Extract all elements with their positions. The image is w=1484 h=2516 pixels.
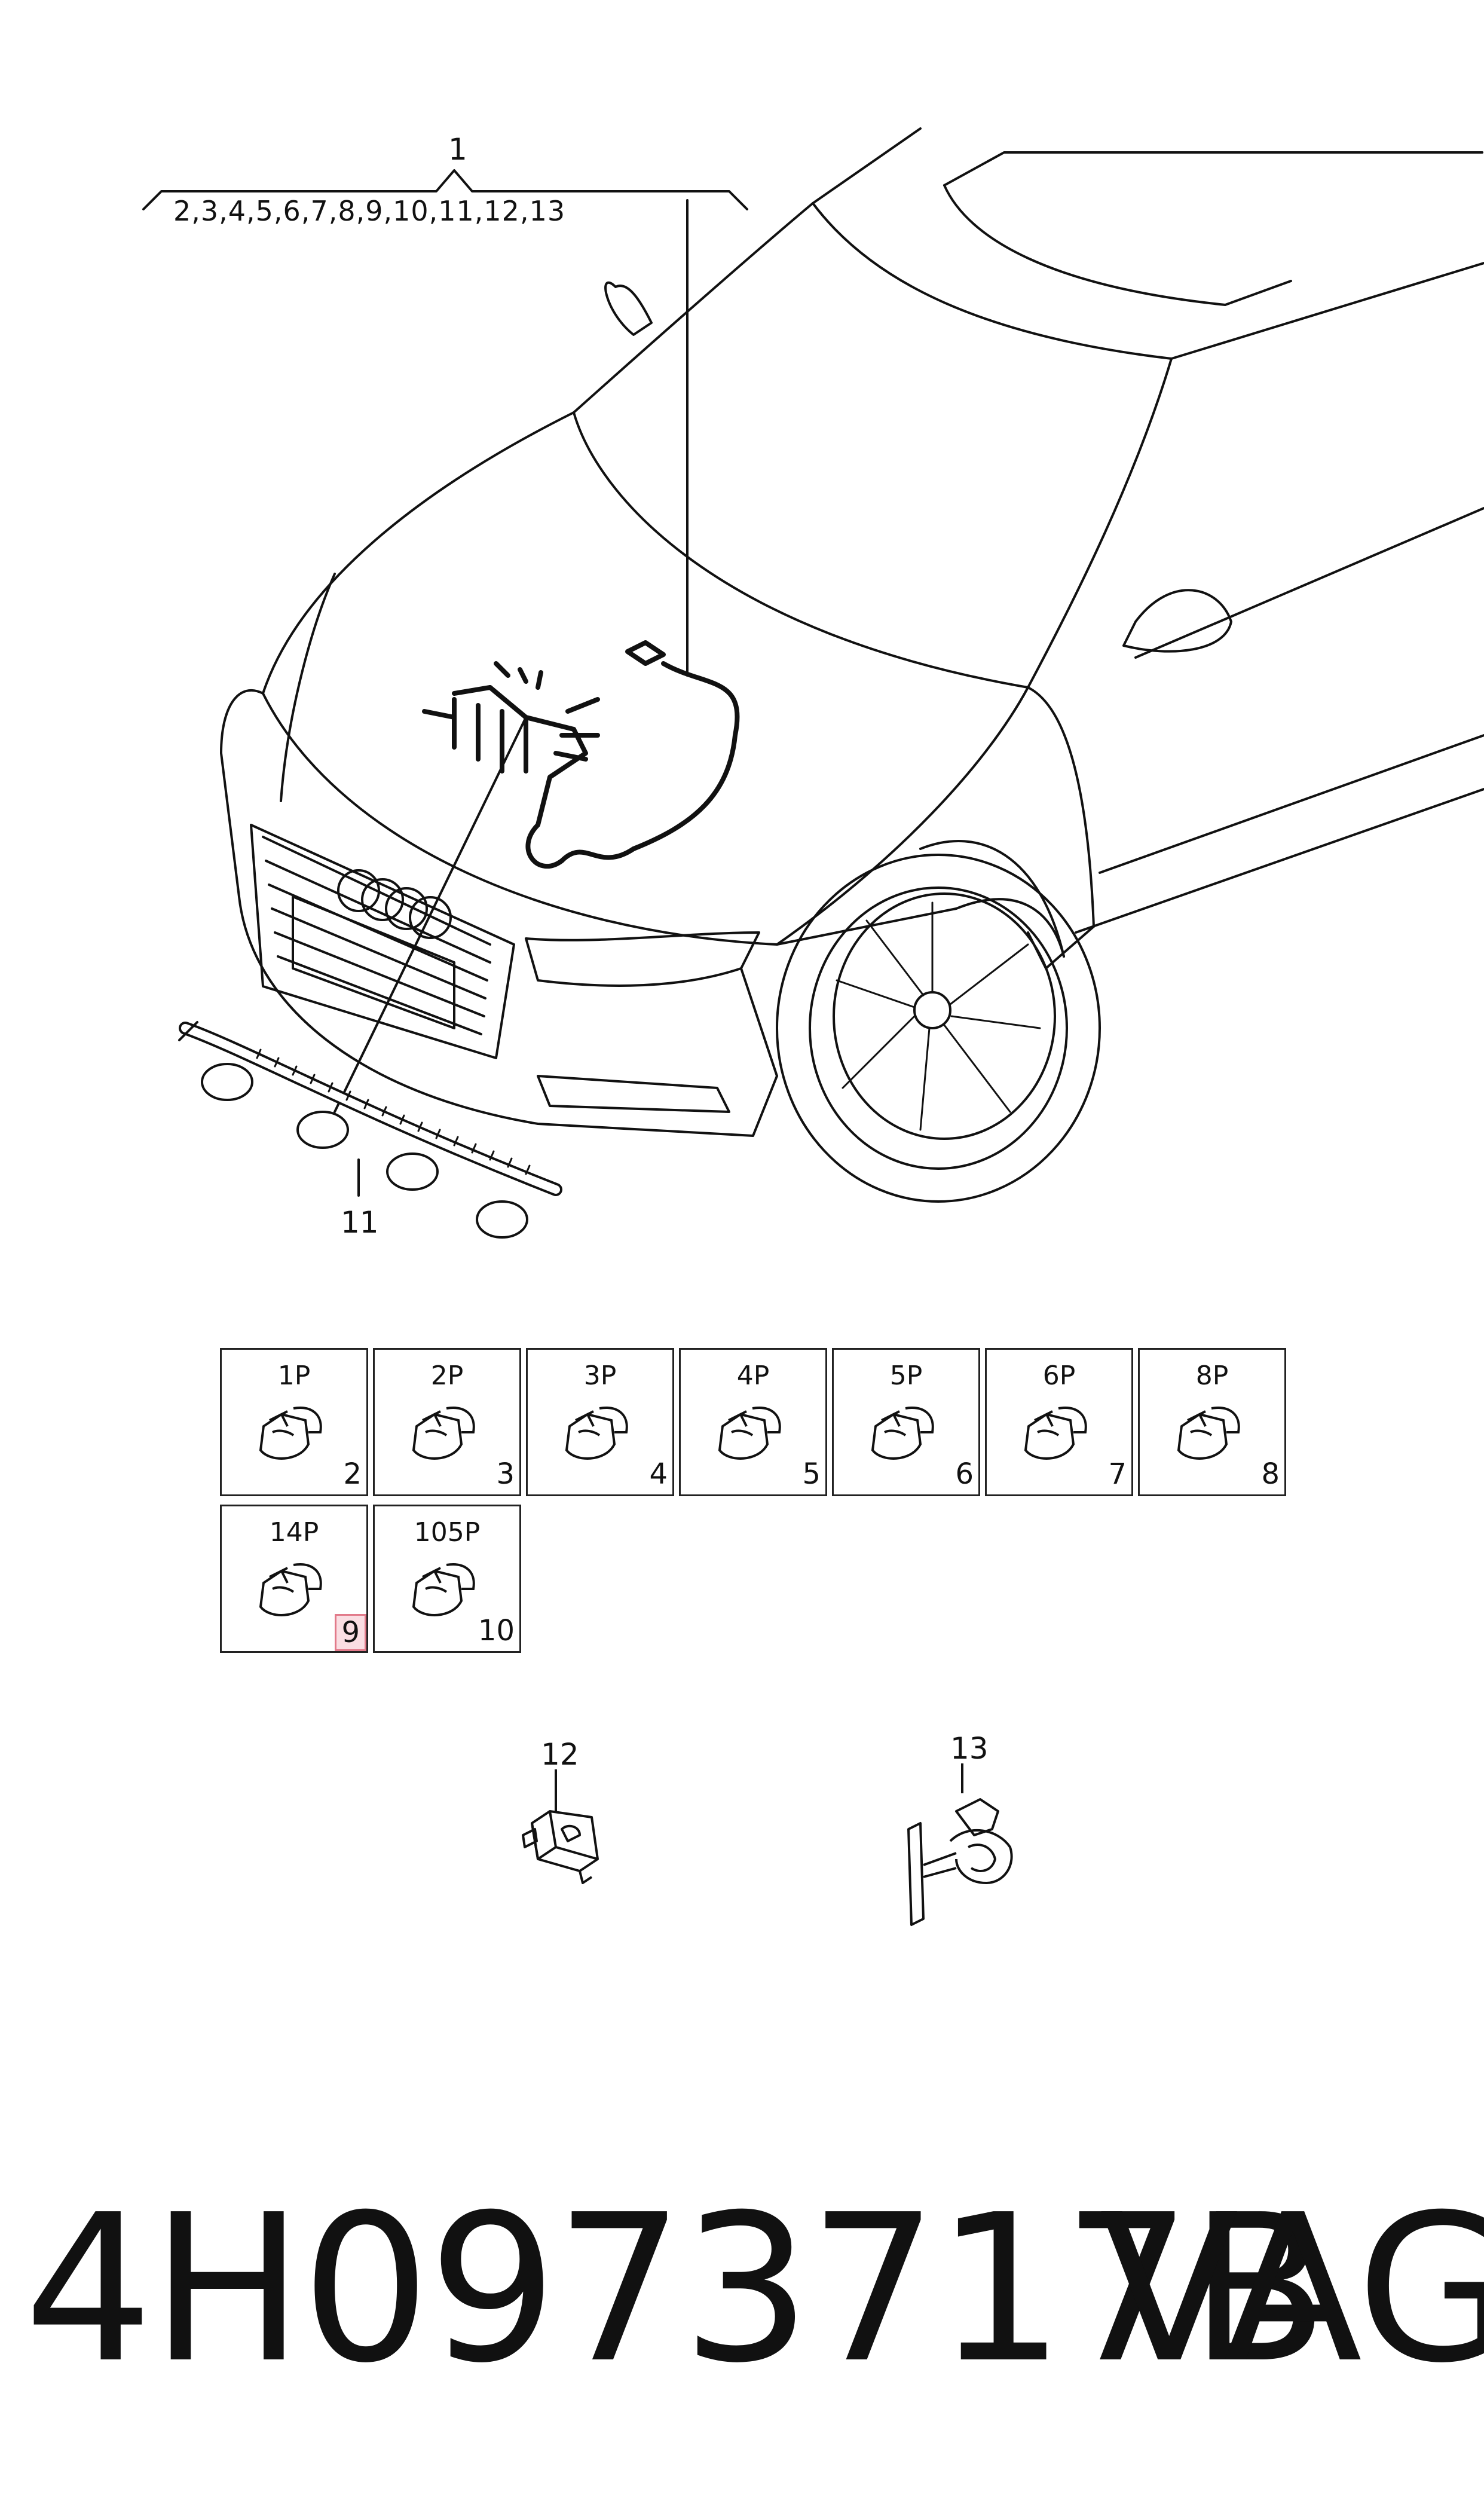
connector-ref: 6	[955, 1457, 974, 1491]
connector-icon	[718, 1407, 781, 1460]
connector-pins: 8P	[1195, 1361, 1229, 1391]
connector-cell: 105P 10	[373, 1505, 521, 1653]
connector-icon	[412, 1563, 475, 1616]
connector-pins: 2P	[430, 1361, 464, 1391]
connector-cell: 2P 3	[373, 1348, 521, 1496]
brand-name: VAG	[1100, 2171, 1484, 2408]
connector-icon	[871, 1407, 934, 1460]
connector-icon	[565, 1407, 628, 1460]
connector-cell: 1P 2	[220, 1348, 368, 1496]
connector-cell: 3P 4	[526, 1348, 674, 1496]
connector-pins: 14P	[269, 1517, 319, 1548]
connector-pins: 1P	[277, 1361, 311, 1391]
connector-pins: 3P	[583, 1361, 617, 1391]
clip-icon	[522, 1769, 599, 1884]
connector-cell: 6P 7	[985, 1348, 1133, 1496]
part-number: 4H0973717B	[24, 2171, 1329, 2408]
callout-subparts-list: 2,3,4,5,6,7,8,9,10,11,12,13	[173, 195, 566, 227]
connector-ref: 8	[1261, 1457, 1280, 1491]
connector-ref: 7	[1108, 1457, 1127, 1491]
connector-pins: 5P	[889, 1361, 923, 1391]
connector-ref-highlighted: 9	[335, 1614, 366, 1651]
connector-icon	[1024, 1407, 1087, 1460]
connector-ref: 4	[649, 1457, 668, 1491]
connector-cell: 14P 9	[220, 1505, 368, 1653]
connector-icon	[412, 1407, 475, 1460]
connector-ref: 2	[343, 1457, 362, 1491]
holder-icon	[907, 1763, 1013, 1926]
connector-icon	[1177, 1407, 1240, 1460]
connector-pins: 4P	[736, 1361, 770, 1391]
connector-ref: 5	[802, 1457, 821, 1491]
connector-icon	[259, 1407, 322, 1460]
callout-bracket	[142, 169, 748, 677]
connector-ref: 10	[478, 1614, 515, 1647]
connector-icon	[259, 1563, 322, 1616]
callout-bumper-harness: 11	[341, 1205, 379, 1240]
connector-cell: 4P 5	[679, 1348, 827, 1496]
car-illustration	[142, 127, 1484, 1239]
callout-main: 1	[448, 132, 467, 167]
engine-harness	[422, 640, 740, 869]
connector-cell: 5P 6	[832, 1348, 980, 1496]
connector-pins: 105P	[414, 1517, 481, 1548]
callout-holder: 13	[950, 1731, 989, 1766]
connector-pins: 6P	[1042, 1361, 1076, 1391]
bumper-harness	[178, 1021, 562, 1239]
connector-ref: 3	[496, 1457, 515, 1491]
callout-clip: 12	[541, 1737, 579, 1772]
connector-cell: 8P 8	[1138, 1348, 1286, 1496]
